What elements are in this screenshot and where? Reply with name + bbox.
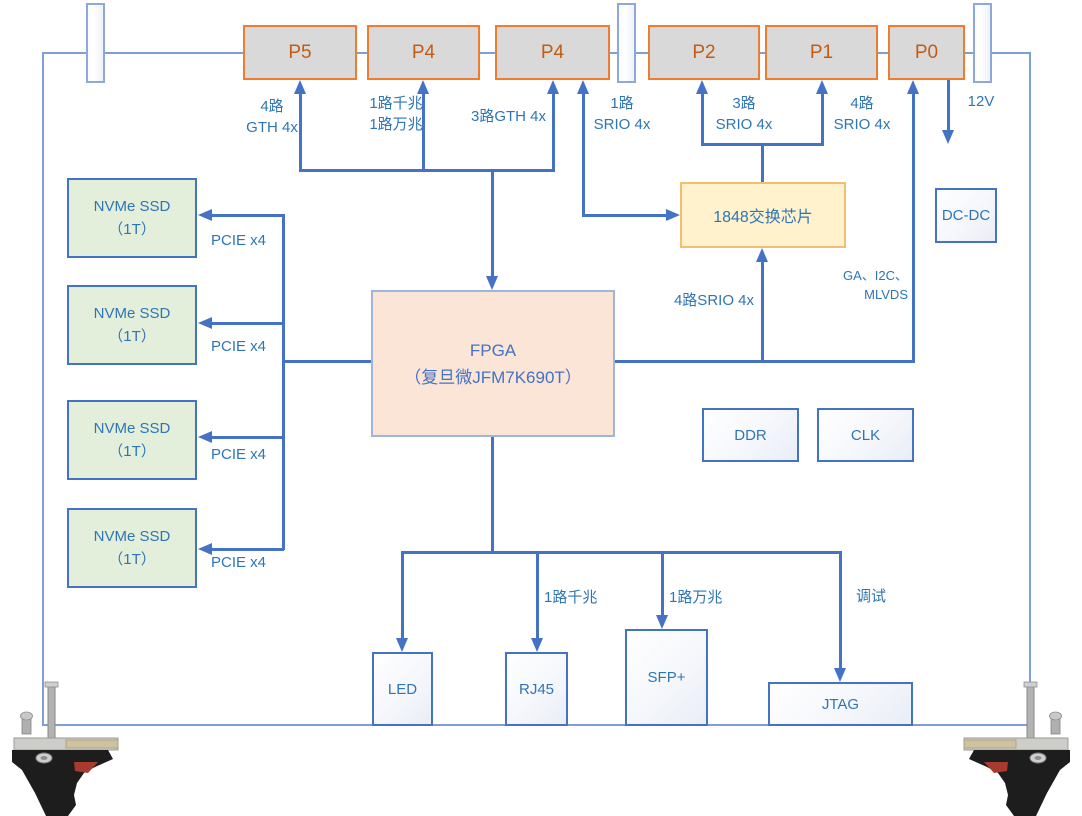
- connector-line: [582, 214, 668, 217]
- rj45-block: RJ45: [505, 652, 568, 726]
- led-block: LED: [372, 652, 433, 726]
- label-debug: 调试: [856, 588, 887, 605]
- ssd-block-4: NVMe SSD （1T）: [67, 508, 197, 588]
- ddr-block: DDR: [702, 408, 799, 462]
- connector-line: [839, 553, 842, 668]
- connector-line: [282, 360, 373, 363]
- connector-line: [299, 94, 302, 172]
- label-pcie-1: PCIE x4: [211, 232, 267, 249]
- connector-p4-b: P4: [495, 25, 610, 80]
- ssd-block-2: NVMe SSD （1T）: [67, 285, 197, 365]
- label-fpga-switch-srio: 4路SRIO 4x: [673, 292, 754, 309]
- ejector-handle-left-icon: [12, 681, 119, 816]
- connector-line: [536, 553, 539, 638]
- arrowhead: [198, 543, 212, 555]
- connector-line: [212, 214, 284, 217]
- arrowhead: [942, 130, 954, 144]
- label-pcie-2: PCIE x4: [211, 338, 267, 355]
- arrowhead: [656, 615, 668, 629]
- connector-line: [491, 170, 494, 278]
- connector-p0: P0: [888, 25, 965, 80]
- arrowhead: [756, 248, 768, 262]
- connector-line: [212, 436, 284, 439]
- label-ten-gigabit: 1路万兆: [669, 589, 723, 606]
- arrowhead: [531, 638, 543, 652]
- connector-line: [947, 80, 950, 130]
- connector-line: [661, 553, 664, 615]
- connector-p4-a: P4: [367, 25, 480, 80]
- connector-line: [761, 261, 764, 362]
- arrowhead: [816, 80, 828, 94]
- connector-line: [401, 553, 404, 638]
- connector-line: [582, 94, 585, 216]
- arrowhead: [547, 80, 559, 94]
- arrowhead: [696, 80, 708, 94]
- label-p4b-gth: 3路GTH 4x: [470, 108, 546, 125]
- label-gigabit: 1路千兆: [544, 589, 598, 606]
- arrowhead: [198, 209, 212, 221]
- card-guide-bar-2: [617, 3, 636, 83]
- connector-line: [912, 94, 915, 362]
- ejector-handle-right-icon: [963, 681, 1070, 816]
- dcdc-block: DC-DC: [935, 188, 997, 243]
- connector-line: [212, 548, 284, 551]
- label-p5-gth: 4路 GTH 4x: [246, 98, 298, 136]
- ssd-block-3: NVMe SSD （1T）: [67, 400, 197, 480]
- connector-line: [491, 437, 494, 554]
- sfp-block: SFP+: [625, 629, 708, 726]
- connector-line: [701, 94, 704, 145]
- connector-line: [614, 360, 915, 363]
- arrowhead: [198, 431, 212, 443]
- label-pcie-3: PCIE x4: [211, 446, 267, 463]
- connector-line: [282, 214, 285, 550]
- label-12v: 12V: [967, 93, 995, 110]
- arrowhead: [486, 276, 498, 290]
- arrowhead: [666, 209, 680, 221]
- clk-block: CLK: [817, 408, 914, 462]
- card-guide-bar-3: [973, 3, 992, 83]
- connector-line: [821, 94, 824, 145]
- connector-line: [212, 322, 284, 325]
- jtag-block: JTAG: [768, 682, 913, 726]
- ssd-block-1: NVMe SSD （1T）: [67, 178, 197, 258]
- connector-line: [761, 145, 764, 183]
- connector-p5: P5: [243, 25, 357, 80]
- arrowhead: [577, 80, 589, 94]
- connector-p1: P1: [765, 25, 878, 80]
- connector-line: [552, 94, 555, 172]
- arrowhead: [834, 668, 846, 682]
- connector-line: [401, 551, 842, 554]
- label-p4a-eth: 1路千兆 1路万兆: [369, 95, 423, 133]
- label-p4b-srio: 1路 SRIO 4x: [593, 95, 651, 133]
- connector-p2: P2: [648, 25, 760, 80]
- switch-chip-block: 1848交换芯片: [680, 182, 846, 248]
- arrowhead: [396, 638, 408, 652]
- arrowhead: [198, 317, 212, 329]
- arrowhead: [294, 80, 306, 94]
- fpga-block: FPGA （复旦微JFM7K690T）: [371, 290, 615, 437]
- card-guide-bar-1: [86, 3, 105, 83]
- arrowhead: [417, 80, 429, 94]
- label-pcie-4: PCIE x4: [211, 554, 267, 571]
- label-p0-srio: 4路 SRIO 4x: [833, 95, 891, 133]
- label-ga-i2c-mlvds: GA、I2C、 MLVDS: [842, 268, 908, 302]
- connector-line: [299, 169, 555, 172]
- connector-line: [422, 94, 425, 172]
- connector-line: [701, 143, 824, 146]
- label-p2p1-srio: 3路 SRIO 4x: [715, 95, 773, 133]
- arrowhead: [907, 80, 919, 94]
